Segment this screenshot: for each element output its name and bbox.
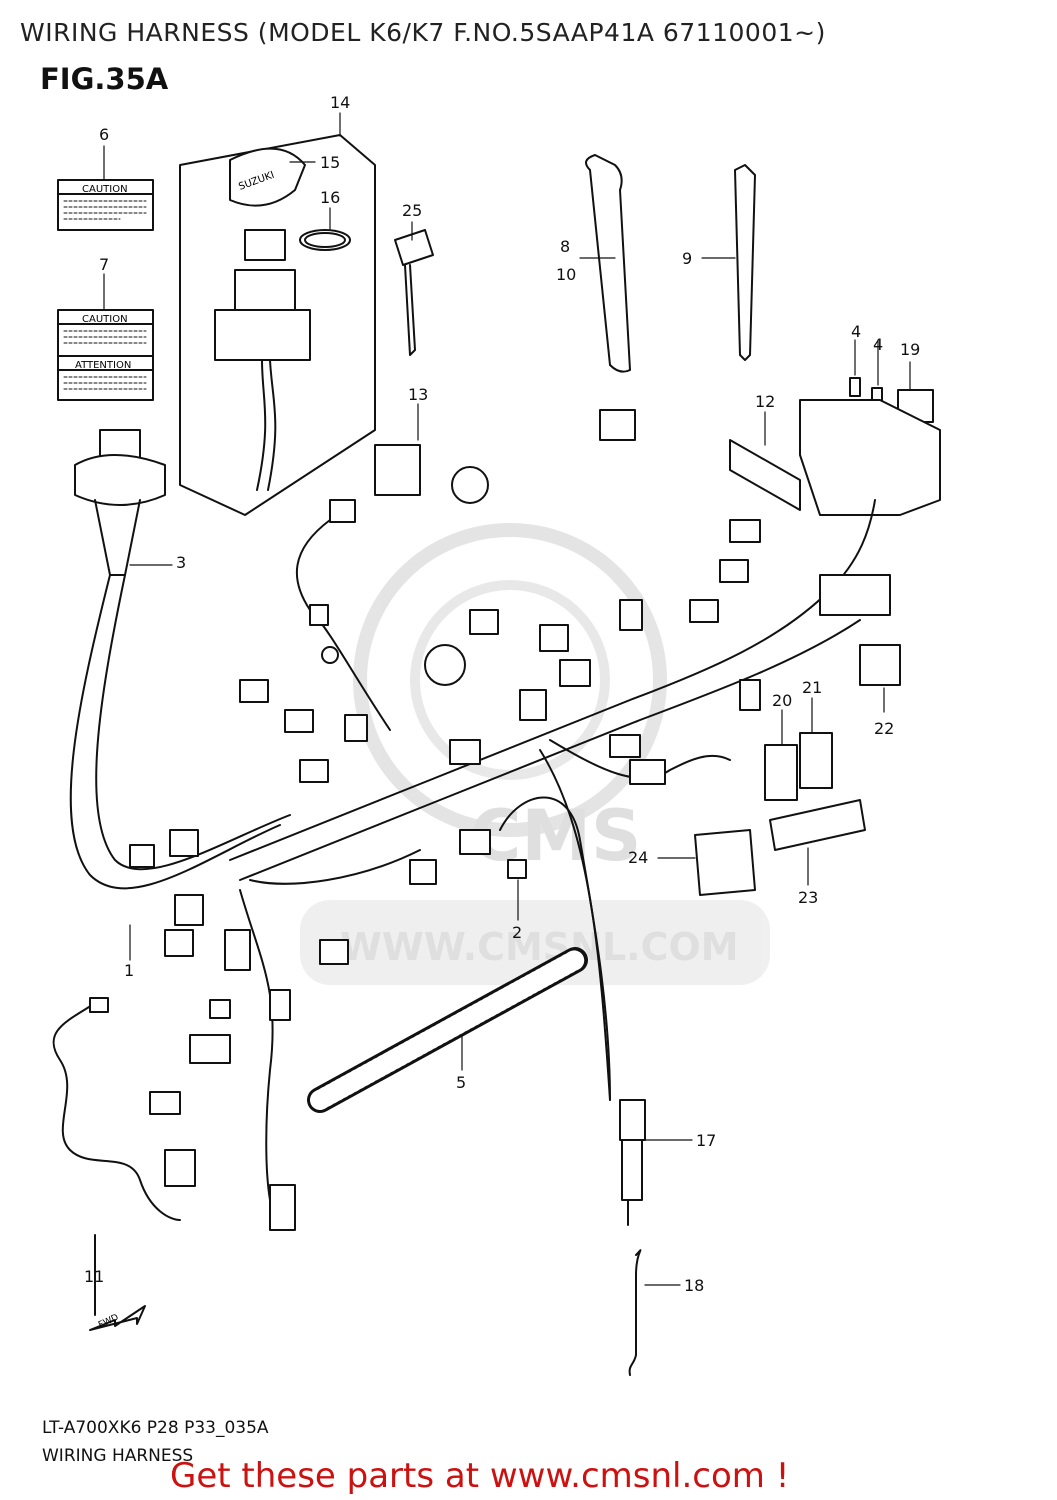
- page-title: WIRING HARNESS (MODEL K6/K7 F.NO.5SAAP41…: [20, 18, 826, 47]
- callout-22: 22: [874, 719, 894, 738]
- watermark-brand: CMS: [470, 795, 641, 877]
- bracket-23: [769, 799, 866, 851]
- clamp-8: [585, 154, 631, 373]
- callout-25: 25: [402, 201, 422, 220]
- relay-21: [799, 732, 833, 789]
- unit-24: [694, 829, 756, 896]
- callout-7: 7: [99, 255, 109, 274]
- callout-10: 10: [556, 265, 576, 284]
- tie-9: [734, 164, 756, 361]
- callout-2: 2: [512, 923, 522, 942]
- connectors: [129, 409, 901, 1231]
- caution-text-6: CAUTION: [82, 184, 128, 195]
- ignition-switch-assembly-14: [179, 134, 376, 516]
- callout-12: 12: [755, 392, 775, 411]
- shop-link[interactable]: Get these parts at www.cmsnl.com !: [170, 1456, 790, 1496]
- callout-21: 21: [802, 678, 822, 697]
- callout-19: 19: [900, 340, 920, 359]
- callout-18: 18: [684, 1276, 704, 1295]
- watermark-url: WWW.CMSNL.COM: [340, 925, 739, 969]
- bracket-12: [729, 439, 801, 511]
- attention-text-7: ATTENTION: [75, 360, 131, 371]
- figure-label: FIG.35A: [40, 62, 169, 96]
- callout-4a: 4: [851, 322, 861, 341]
- caution-text-7: CAUTION: [82, 314, 128, 325]
- sub-harness-11: [52, 997, 196, 1316]
- fuse-4a: [849, 377, 861, 397]
- callout-3: 3: [176, 553, 186, 572]
- corrugated-tube-5: [307, 947, 588, 1113]
- spring-18: [628, 1249, 642, 1376]
- callout-13: 13: [408, 385, 428, 404]
- callout-20: 20: [772, 691, 792, 710]
- callout-16: 16: [320, 188, 340, 207]
- caution-attention-label-7: [57, 309, 154, 401]
- callout-5: 5: [456, 1073, 466, 1092]
- callout-9: 9: [682, 249, 692, 268]
- diagram-name: WIRING HARNESS: [42, 1446, 194, 1466]
- fwd-text: FWD: [97, 1313, 120, 1331]
- relay-20: [764, 744, 798, 801]
- callout-6: 6: [99, 125, 109, 144]
- diagram-code: LT-A700XK6 P28 P33_035A: [42, 1418, 269, 1438]
- callouts: 6 7 14 15 16 25 8 10 9 4 4 19 12 13 3 1 …: [84, 93, 920, 1295]
- o2-sensor-17: [499, 796, 646, 1226]
- callout-14: 14: [330, 93, 350, 112]
- callout-17: 17: [696, 1131, 716, 1150]
- callout-4b: 4: [873, 335, 883, 354]
- callout-15: 15: [320, 153, 340, 172]
- watermark: WWW.CMSNL.COM CMS: [300, 523, 770, 985]
- fwd-arrow: [89, 1305, 146, 1331]
- callout-1: 1: [124, 961, 134, 980]
- caution-label-6: [57, 179, 154, 231]
- fuse-box: [799, 399, 941, 516]
- callout-8: 8: [560, 237, 570, 256]
- part-2: [507, 859, 527, 879]
- key-25: [394, 229, 434, 356]
- main-harness-1: [69, 429, 876, 1201]
- callout-24: 24: [628, 848, 648, 867]
- callout-23: 23: [798, 888, 818, 907]
- callout-11: 11: [84, 1267, 104, 1286]
